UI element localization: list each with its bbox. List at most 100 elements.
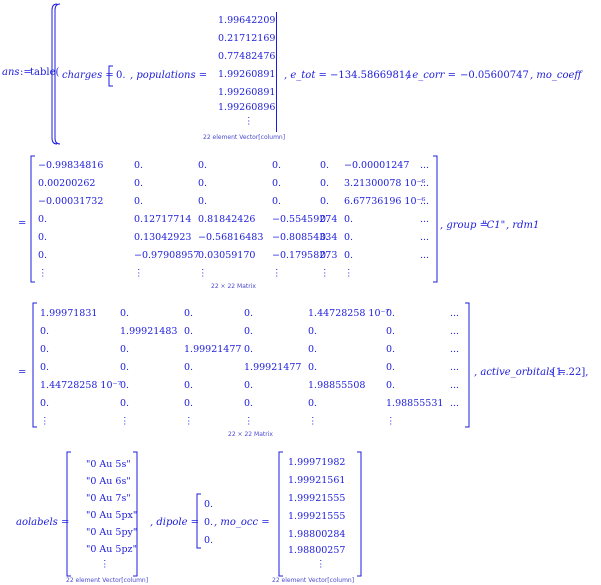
matrix-cell: 0. [244, 380, 254, 391]
vector-entry: "0 Au 5py" [86, 527, 138, 538]
matrix-cell: 0. [184, 326, 194, 337]
vector-ellipsis: ⋮ [244, 116, 254, 127]
matrix-cell: ⋮ [120, 416, 130, 427]
matrix-cell: 0. [272, 196, 282, 207]
matrix-cell: 0. [134, 196, 144, 207]
matrix-cell: 1.99921477 [184, 344, 242, 355]
matrix-cell: 1.44728258 10⁻⁷ [308, 308, 390, 319]
matrix-cell: ⋮ [244, 416, 254, 427]
matrix-cell: ... [420, 232, 430, 243]
mo-occ-label: , mo_occ = [214, 517, 270, 528]
matrix-cell: 0. [244, 326, 254, 337]
matrix-cell: 0. [308, 362, 318, 373]
vector-entry: "0 Au 7s" [86, 493, 131, 504]
matrix-cell: 0. [120, 380, 130, 391]
matrix-cell: 0. [198, 160, 208, 171]
matrix-cell: 0. [120, 308, 130, 319]
group-label: , group = [440, 220, 488, 231]
matrix-cell: 6.67736196 10⁻⁶ [344, 196, 426, 207]
assign-operator: := [20, 67, 32, 78]
mo-coeff-label: , mo_coeff [530, 70, 582, 81]
matrix-cell: ⋮ [134, 268, 144, 279]
matrix-cell: ... [450, 380, 460, 391]
matrix-cell: ⋮ [184, 416, 194, 427]
matrix-cell: 0. [386, 362, 396, 373]
matrix-cell: 1.98855508 [308, 380, 366, 391]
matrix-cell: 0. [344, 232, 354, 243]
matrix-cell: 0. [134, 160, 144, 171]
e-tot-label: , e_tot = [284, 70, 327, 81]
e-corr-label: , e_corr = [406, 70, 457, 81]
matrix-cell: ⋮ [308, 416, 318, 427]
matrix-cell: 0. [40, 326, 50, 337]
matrix-cell: 0. [184, 398, 194, 409]
matrix-cell: 0. [244, 308, 254, 319]
matrix-cell: 0. [40, 398, 50, 409]
mo-equals: = [18, 218, 27, 229]
matrix-cell: 0. [320, 250, 330, 261]
matrix-cell: 0. [320, 214, 330, 225]
matrix-cell: −0.00001247 [344, 160, 410, 171]
populations-caption: 22 element Vector[column] [203, 134, 286, 141]
vector-entry: "0 Au 5px" [86, 510, 138, 521]
matrix-cell: −0.00031732 [38, 196, 104, 207]
matrix-cell: −0.17958273 [272, 250, 338, 261]
vector-entry: 0.77482476 [218, 51, 276, 62]
matrix-cell: 0. [272, 178, 282, 189]
matrix-cell: ... [420, 250, 430, 261]
mo-occ-caption: 22 element Vector[column] [272, 577, 355, 584]
matrix-cell: 0. [386, 326, 396, 337]
matrix-cell: −0.80854334 [272, 232, 338, 243]
matrix-cell: 0. [308, 344, 318, 355]
matrix-cell: 0. [386, 380, 396, 391]
matrix-cell: 0. [320, 232, 330, 243]
dipole-label: , dipole = [150, 517, 200, 528]
matrix-cell: ... [420, 160, 430, 171]
matrix-cell: ⋮ [40, 416, 50, 427]
matrix-cell: 0.13042923 [134, 232, 192, 243]
matrix-cell: −0.99834816 [38, 160, 104, 171]
matrix-cell: ... [450, 344, 460, 355]
matrix-cell: 0. [120, 362, 130, 373]
aolabels-label: aolabels = [16, 517, 70, 528]
vector-ellipsis: ⋮ [316, 559, 326, 570]
vector-entry: 1.98800257 [288, 545, 346, 556]
matrix-cell: ... [450, 362, 460, 373]
charges-value: 0. [116, 70, 126, 81]
matrix-cell: 0.00200262 [38, 178, 96, 189]
matrix-cell: ⋮ [344, 268, 354, 279]
matrix-cell: 0. [244, 344, 254, 355]
matrix-cell: 0.03059170 [198, 250, 256, 261]
matrix-cell: 0. [40, 344, 50, 355]
charges-label: charges = [62, 70, 114, 81]
matrix-cell: ⋮ [198, 268, 208, 279]
vector-entry: "0 Au 6s" [86, 476, 131, 487]
matrix-cell: 0. [134, 178, 144, 189]
matrix-cell: −0.56816483 [198, 232, 264, 243]
vector-entry: 1.99921561 [288, 475, 346, 486]
matrix-cell: ⋮ [386, 416, 396, 427]
matrix-cell: 0. [320, 196, 330, 207]
matrix-cell: 0. [272, 160, 282, 171]
matrix-cell: ⋮ [320, 268, 330, 279]
matrix-cell: ... [420, 196, 430, 207]
matrix-cell: 0. [386, 308, 396, 319]
matrix-cell: 0. [308, 326, 318, 337]
matrix-cell: ... [450, 326, 460, 337]
rdm-equals: = [18, 367, 27, 378]
vector-entry: "0 Au 5pz" [86, 544, 137, 555]
table-open-bracket [51, 3, 61, 145]
vector-entry: 1.99921555 [288, 493, 346, 504]
active-orbitals-value: [1..22], [552, 367, 589, 378]
rdm1-label: , rdm1 [506, 220, 540, 231]
result-name: ans [2, 67, 20, 78]
matrix-cell: ... [420, 214, 430, 225]
mo-matrix-caption: 22 × 22 Matrix [211, 283, 256, 290]
vector-entry: 0. [204, 517, 214, 528]
matrix-cell: 0. [38, 250, 48, 261]
matrix-cell: 0. [344, 214, 354, 225]
matrix-cell: ... [420, 178, 430, 189]
e-corr-value: −0.05600747 [460, 70, 529, 81]
group-value: "C1" [482, 220, 506, 231]
matrix-cell: −0.55459274 [272, 214, 338, 225]
